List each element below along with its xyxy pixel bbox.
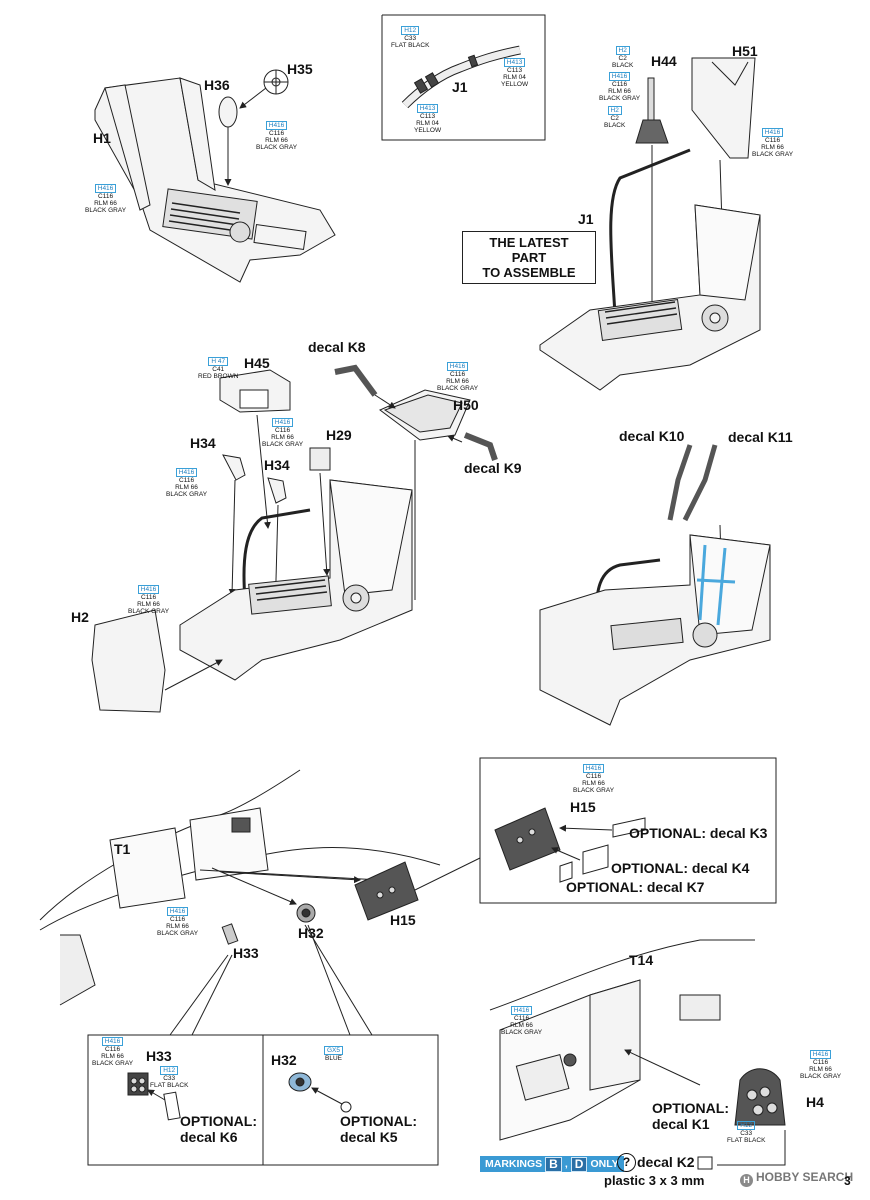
- label-h33: H33: [233, 945, 259, 961]
- label-h32-inset: H32: [271, 1052, 297, 1068]
- right-cockpit-assembly: [539, 534, 771, 726]
- label-h51: H51: [732, 43, 758, 59]
- h34-pedal-parts: [222, 454, 287, 618]
- label-h4: H4: [806, 1094, 824, 1110]
- optional-decal-k1: OPTIONAL: decal K1: [652, 1100, 729, 1132]
- t14-fuselage-half: [489, 939, 755, 1141]
- hobby-search-logo-icon: H: [740, 1174, 753, 1187]
- label-j1-inset: J1: [452, 79, 468, 95]
- label-decal-k9: decal K9: [464, 460, 522, 476]
- h2-side-panel: [91, 609, 223, 713]
- label-h36: H36: [204, 77, 230, 93]
- label-t1: T1: [114, 841, 131, 857]
- paint-callout-h32: GX5 BLUE: [324, 1046, 344, 1062]
- optional-decal-k3: OPTIONAL: decal K3: [629, 825, 768, 841]
- latest-part-note: THE LATEST PART TO ASSEMBLE: [462, 231, 596, 284]
- question-mark-icon: ?: [617, 1153, 636, 1172]
- marking-d: D: [570, 1156, 588, 1172]
- h51-headrest: [691, 57, 756, 226]
- h32-h33-parts: [221, 903, 316, 945]
- optional-decal-k7: OPTIONAL: decal K7: [566, 879, 705, 895]
- j1-inset-box: [381, 14, 546, 141]
- label-h45: H45: [244, 355, 270, 371]
- page-number: 3: [844, 1174, 851, 1188]
- t1-fuselage-half: [39, 769, 441, 1006]
- h15-panel: [354, 857, 481, 921]
- label-h32: H32: [298, 925, 324, 941]
- h15-inset-box: [479, 757, 777, 904]
- label-decal-k8: decal K8: [308, 339, 366, 355]
- marking-b: B: [545, 1156, 562, 1172]
- decal-k2-label: decal K2: [637, 1154, 695, 1170]
- optional-decal-k5: OPTIONAL: decal K5: [340, 1113, 417, 1145]
- h35-h36-parts: [218, 69, 289, 186]
- markings-bar: MARKINGS B , D ONLY: [480, 1156, 624, 1172]
- h1-cockpit-floor: [94, 77, 336, 283]
- label-t14: T14: [629, 952, 654, 968]
- label-decal-k11: decal K11: [728, 429, 793, 445]
- label-h29: H29: [326, 427, 352, 443]
- label-h1: H1: [93, 130, 111, 146]
- label-h34-a: H34: [190, 435, 216, 451]
- label-h33-inset: H33: [146, 1048, 172, 1064]
- plastic-note: plastic 3 x 3 mm: [604, 1173, 705, 1188]
- label-h44: H44: [651, 53, 677, 69]
- optional-decal-k6: OPTIONAL: decal K6: [180, 1113, 257, 1145]
- decal-k8-k9-belts: [334, 364, 498, 461]
- top-right-cockpit-assembly: [539, 148, 761, 391]
- h50-seat-pan: [379, 389, 471, 441]
- label-j1: J1: [578, 211, 594, 227]
- optional-decal-k4: OPTIONAL: decal K4: [611, 860, 750, 876]
- label-h15-inset: H15: [570, 799, 596, 815]
- label-h15: H15: [390, 912, 416, 928]
- h33-inset-parts: [127, 1072, 181, 1121]
- middle-cockpit-assembly: [179, 440, 416, 681]
- label-h2: H2: [71, 609, 89, 625]
- label-h34-b: H34: [264, 457, 290, 473]
- label-h35: H35: [287, 61, 313, 77]
- label-h50: H50: [453, 397, 479, 413]
- label-decal-k10: decal K10: [619, 428, 685, 444]
- h44-control-stick: [635, 77, 669, 331]
- h32-inset-parts: [288, 1072, 352, 1113]
- h33-h32-callout-lines: [87, 924, 439, 1166]
- h45-h29-parts: [219, 369, 331, 576]
- h4-instrument-panel: [697, 1068, 786, 1170]
